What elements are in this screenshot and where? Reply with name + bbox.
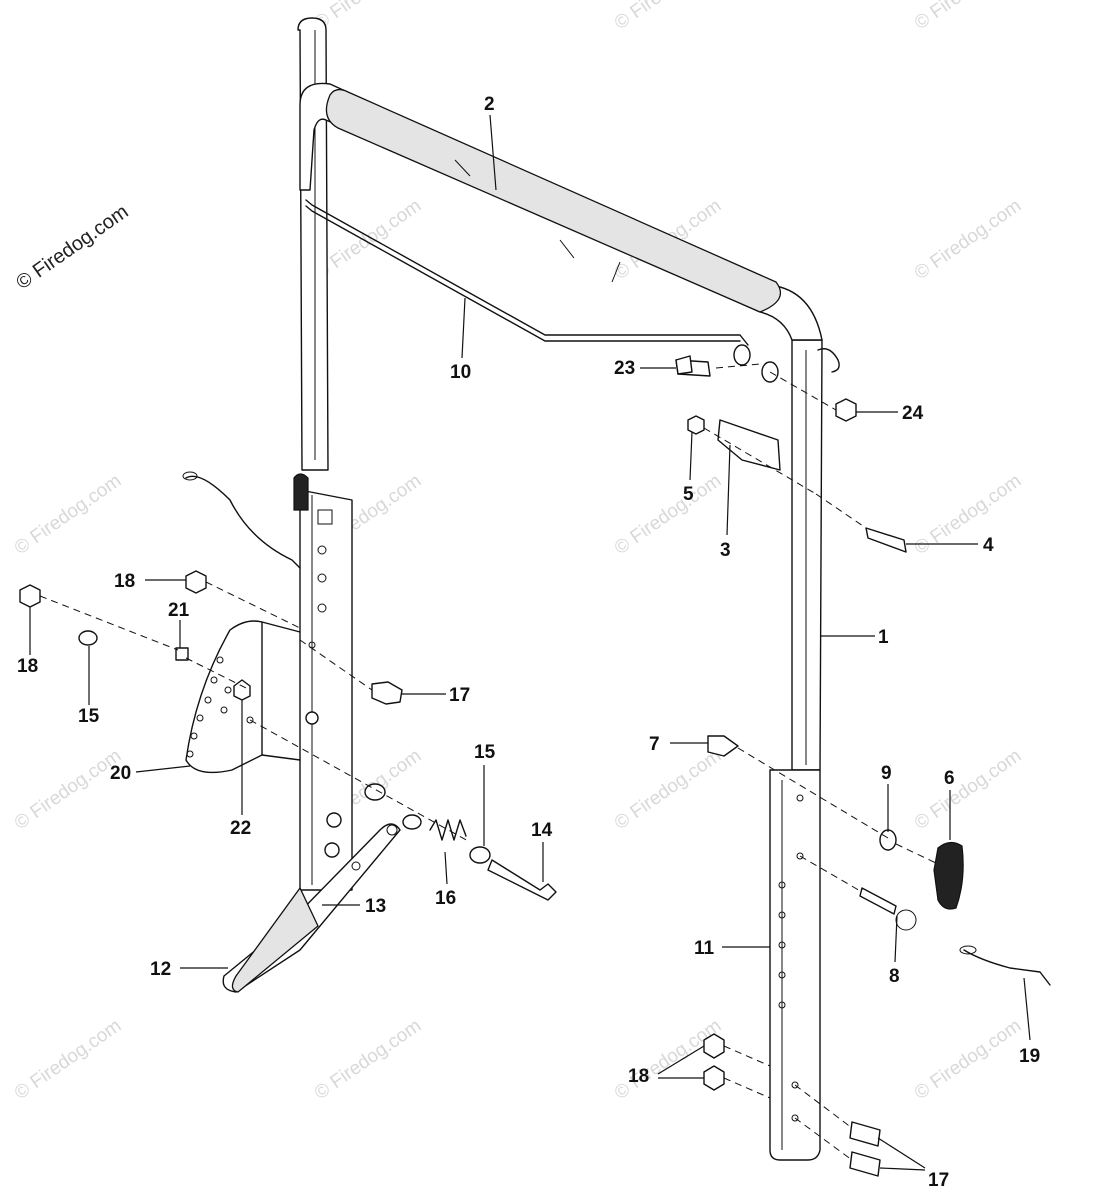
callout-2: 2 xyxy=(484,94,495,115)
part-13-lever xyxy=(222,823,401,993)
pin-14 xyxy=(487,859,557,901)
clip-3 xyxy=(717,419,781,471)
cable-19 xyxy=(963,949,1051,986)
watermark: © Firedog.com xyxy=(11,470,125,559)
watermark: © Firedog.com xyxy=(11,745,125,834)
part-20-segment-plate xyxy=(185,620,301,774)
knob-6 xyxy=(933,841,964,910)
nut-18b xyxy=(185,570,207,594)
callout-5: 5 xyxy=(683,484,694,505)
watermark: © Firedog.com xyxy=(911,1015,1025,1104)
callout-17a: 17 xyxy=(449,685,470,706)
nut-18d xyxy=(703,1065,725,1091)
part-10-rod xyxy=(305,199,840,373)
callout-22: 22 xyxy=(230,818,251,839)
nut-24 xyxy=(835,398,857,422)
nut-5 xyxy=(687,415,705,435)
watermark: © Firedog.com xyxy=(911,0,1025,34)
main-watermark: © Firedog.com xyxy=(12,201,132,294)
part-2-grip xyxy=(325,88,781,313)
callout-18c: 18 xyxy=(628,1066,649,1087)
callout-21: 21 xyxy=(168,600,190,621)
callout-15b: 15 xyxy=(474,742,496,763)
callout-20: 20 xyxy=(110,763,131,784)
callout-16: 16 xyxy=(435,888,456,909)
watermark: © Firedog.com xyxy=(611,1015,725,1104)
nut-22 xyxy=(233,679,251,701)
pin-8 xyxy=(859,887,897,915)
callout-12: 12 xyxy=(150,959,171,980)
assembly-lines xyxy=(39,363,939,1161)
spring-16 xyxy=(429,819,467,841)
callout-8: 8 xyxy=(889,966,900,987)
callout-9: 9 xyxy=(881,763,892,784)
watermark: © Firedog.com xyxy=(911,745,1025,834)
callout-14: 14 xyxy=(531,820,553,841)
watermark: © Firedog.com xyxy=(611,745,725,834)
callout-7: 7 xyxy=(649,734,660,755)
watermark: © Firedog.com xyxy=(611,470,725,559)
callout-13: 13 xyxy=(365,896,386,917)
callout-17b: 17 xyxy=(928,1170,949,1191)
bolt-4 xyxy=(865,527,907,553)
nut-18c xyxy=(703,1033,725,1059)
callout-labels: 2 10 23 24 3 5 4 1 7 9 6 8 11 12 13 14 1… xyxy=(17,94,1040,1191)
watermark: © Firedog.com xyxy=(11,1015,125,1104)
watermark-layer: © Firedog.com © Firedog.com © Firedog.co… xyxy=(11,0,1025,1104)
washer-15b xyxy=(469,846,491,864)
left-lower-plate xyxy=(293,473,353,891)
callout-10: 10 xyxy=(450,362,471,383)
nut-18a xyxy=(19,584,41,608)
bolt-17c xyxy=(849,1151,881,1177)
bolt-17a xyxy=(371,681,403,705)
watermark: © Firedog.com xyxy=(911,470,1025,559)
callout-1: 1 xyxy=(878,627,889,648)
washer-9 xyxy=(879,829,897,851)
washer-15a xyxy=(78,630,98,646)
callout-11: 11 xyxy=(694,938,715,959)
callout-15a: 15 xyxy=(78,706,100,727)
callout-23: 23 xyxy=(614,358,635,379)
callout-24: 24 xyxy=(902,403,924,424)
bolt-17b xyxy=(849,1121,881,1147)
hardware-parts xyxy=(19,344,1051,1177)
watermark: © Firedog.com xyxy=(611,0,725,34)
callout-19: 19 xyxy=(1019,1046,1040,1067)
callout-18a: 18 xyxy=(17,656,38,677)
callout-3: 3 xyxy=(720,540,731,561)
watermark: © Firedog.com xyxy=(311,195,425,284)
leader-lines xyxy=(29,114,1031,1171)
bolt-21 xyxy=(175,647,189,661)
callout-6: 6 xyxy=(944,768,955,789)
watermark: © Firedog.com xyxy=(311,0,425,34)
callout-4: 4 xyxy=(983,535,994,556)
watermark: © Firedog.com xyxy=(911,195,1025,284)
callout-18b: 18 xyxy=(114,571,135,592)
bolt-7 xyxy=(707,735,739,757)
part-11-lower-bracket xyxy=(769,769,821,1161)
watermark: © Firedog.com xyxy=(311,1015,425,1104)
